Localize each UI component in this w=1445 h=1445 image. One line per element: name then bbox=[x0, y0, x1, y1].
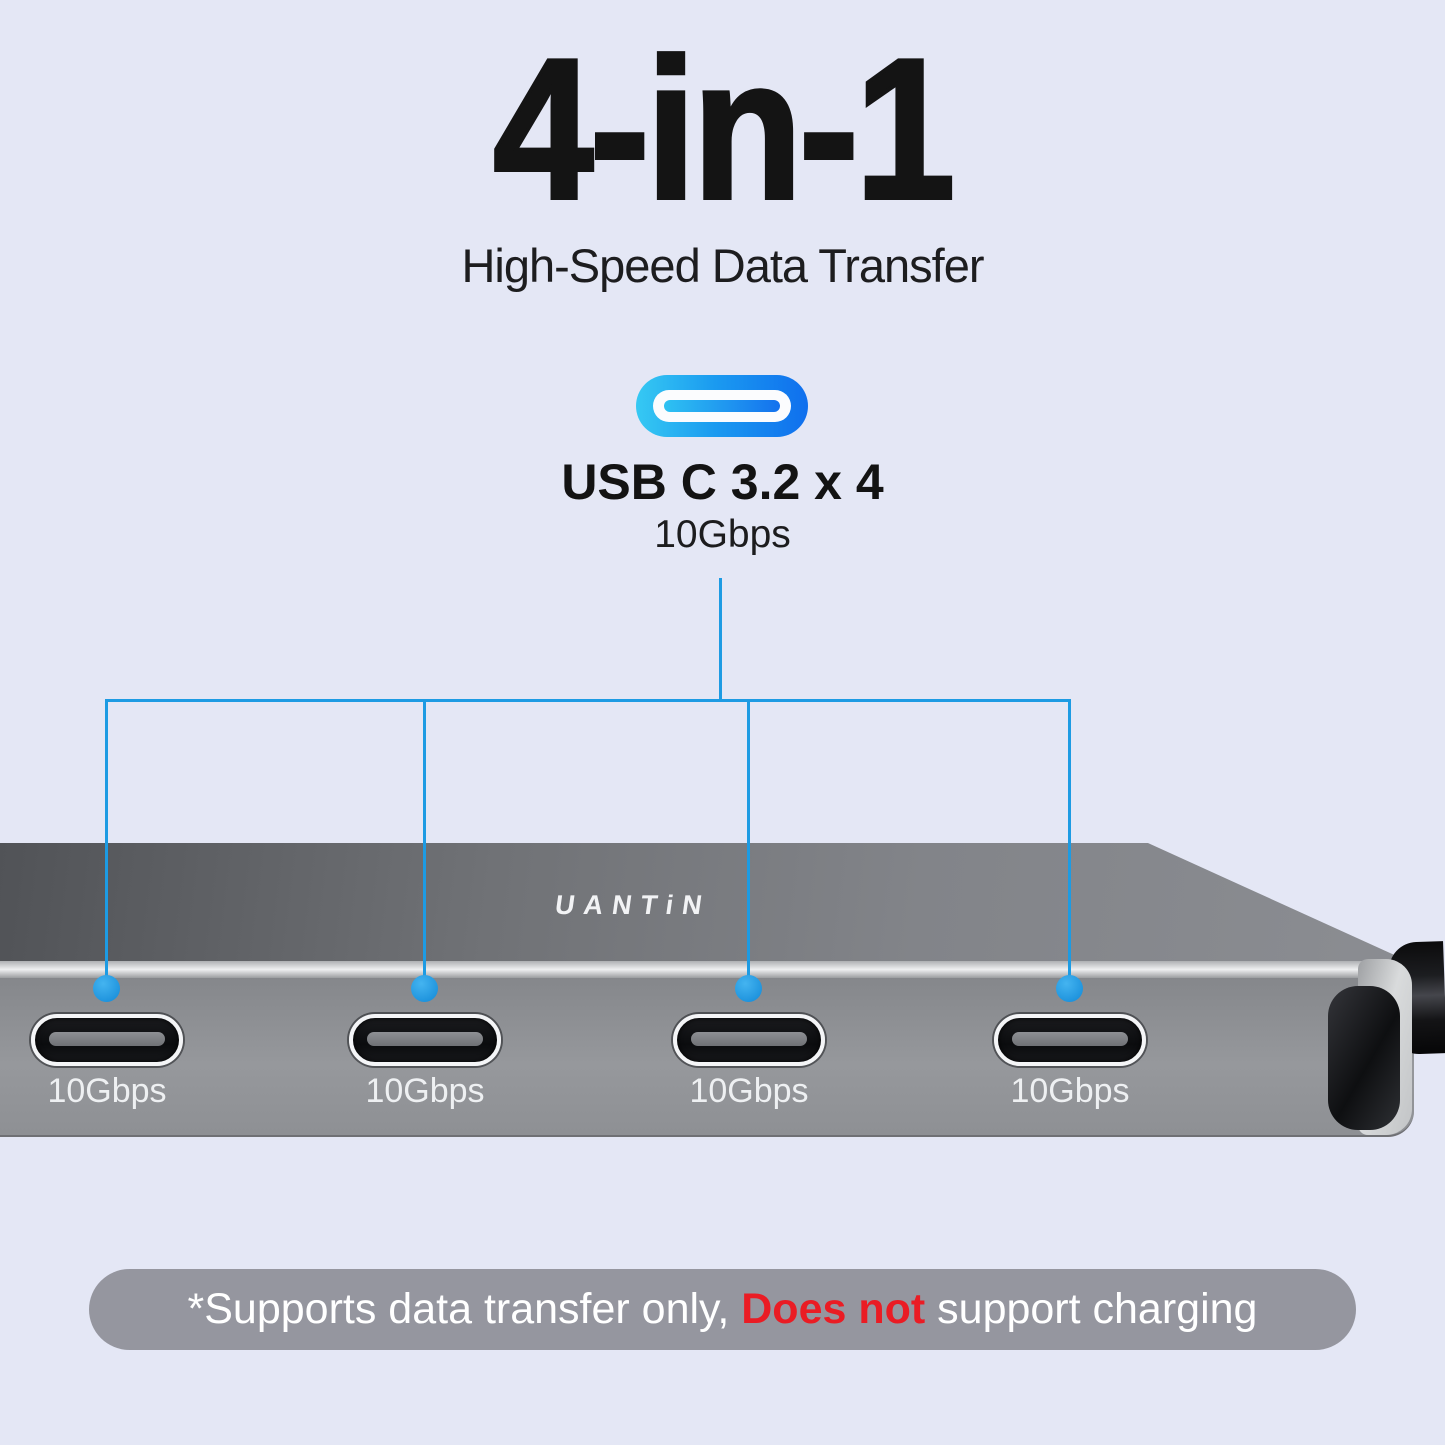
port-tongue bbox=[367, 1032, 483, 1046]
callout-horizontal-line bbox=[105, 699, 1071, 702]
hub-cable-strain-relief bbox=[1328, 986, 1400, 1130]
port-speed-label-2: 10Gbps bbox=[365, 1072, 485, 1110]
spec-speed: 10Gbps bbox=[654, 513, 791, 556]
callout-drop-line-2 bbox=[423, 699, 426, 991]
callout-stem-line bbox=[719, 578, 722, 701]
hub-top-surface bbox=[0, 843, 1412, 963]
port-tongue bbox=[1012, 1032, 1128, 1046]
page-title: 4-in-1 bbox=[491, 18, 957, 241]
callout-dot-1 bbox=[93, 975, 120, 1002]
brand-logo: UANTiN bbox=[553, 890, 713, 920]
usb-c-port-1 bbox=[31, 1014, 183, 1066]
footnote-banner: *Supports data transfer only, Does not s… bbox=[89, 1269, 1356, 1350]
page-subtitle: High-Speed Data Transfer bbox=[461, 239, 984, 292]
usb-c-icon-inner-ring bbox=[653, 390, 791, 422]
usb-c-icon-pin-bar bbox=[664, 400, 780, 412]
port-speed-label-4: 10Gbps bbox=[1010, 1072, 1130, 1110]
port-tongue bbox=[49, 1032, 165, 1046]
footnote-highlight: Does not bbox=[741, 1285, 926, 1333]
spec-label: USB C 3.2 x 4 bbox=[561, 454, 884, 510]
hub-front-bevel bbox=[0, 961, 1412, 978]
callout-dot-3 bbox=[735, 975, 762, 1002]
footnote-suffix: support charging bbox=[925, 1285, 1258, 1333]
callout-drop-line-1 bbox=[105, 699, 108, 991]
usb-c-port-2 bbox=[349, 1014, 501, 1066]
usb-c-port-icon bbox=[636, 375, 808, 437]
port-speed-label-1: 10Gbps bbox=[47, 1072, 167, 1110]
callout-drop-line-4 bbox=[1068, 699, 1071, 991]
callout-drop-line-3 bbox=[747, 699, 750, 991]
usb-c-port-3 bbox=[673, 1014, 825, 1066]
usb-c-port-4 bbox=[994, 1014, 1146, 1066]
port-tongue bbox=[691, 1032, 807, 1046]
callout-dot-4 bbox=[1056, 975, 1083, 1002]
port-speed-label-3: 10Gbps bbox=[689, 1072, 809, 1110]
footnote-prefix: *Supports data transfer only, bbox=[187, 1285, 742, 1333]
callout-dot-2 bbox=[411, 975, 438, 1002]
